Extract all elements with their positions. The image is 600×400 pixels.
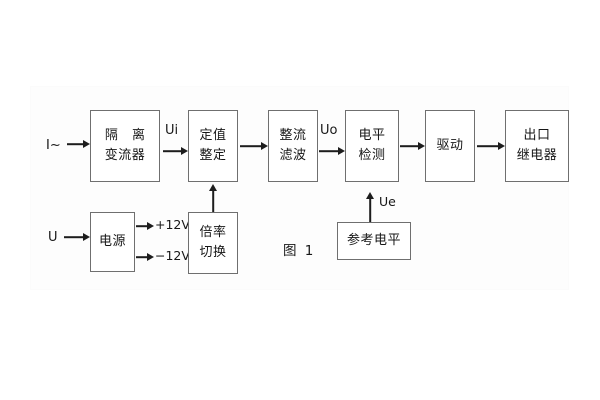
power-rail-negative-label: −12V (155, 248, 190, 263)
block-multiplier-switch-line-2: 切换 (199, 245, 227, 260)
block-setting-value[interactable]: 定值 整定 (188, 110, 238, 182)
arrow-power-positive-rail (136, 221, 154, 231)
arrow-driver-to-output-relay (477, 141, 505, 151)
block-power-supply[interactable]: 电源 (90, 212, 135, 272)
block-reference-level[interactable]: 参考电平 (337, 222, 411, 260)
block-driver-line-1: 驱动 (436, 137, 464, 153)
block-power-supply-line-1: 电源 (98, 233, 126, 249)
input-current-label: I~ (46, 138, 61, 153)
arrow-multiplier-to-setting (208, 184, 218, 212)
block-isolation-transformer[interactable]: 隔 离 变流器 (90, 110, 160, 182)
figure-caption: 图 1 (283, 243, 316, 259)
arrow-reference-to-level-detection (365, 192, 375, 222)
block-multiplier-switch-line-1: 倍率 (199, 224, 227, 240)
block-multiplier-switch[interactable]: 倍率 切换 (188, 212, 238, 274)
block-level-detection[interactable]: 电平 检测 (345, 110, 399, 182)
input-voltage-label: U (48, 230, 58, 245)
block-rectifier-filter-line-2: 滤波 (279, 148, 307, 163)
block-rectifier-filter-line-1: 整流 (279, 127, 307, 143)
block-driver[interactable]: 驱动 (425, 110, 475, 182)
block-setting-value-line-1: 定值 (199, 127, 227, 143)
arrow-isolation-to-setting (163, 146, 188, 156)
block-output-relay-line-2: 继电器 (516, 148, 558, 163)
arrow-current-to-isolation (67, 139, 90, 149)
block-level-detection-line-2: 检测 (358, 148, 386, 163)
block-reference-level-line-1: 参考电平 (346, 232, 401, 248)
block-setting-value-line-2: 整定 (199, 148, 227, 163)
power-rail-positive-label: +12V (155, 217, 190, 232)
signal-ui-label: Ui (165, 123, 179, 138)
block-level-detection-line-1: 电平 (358, 127, 386, 143)
block-output-relay[interactable]: 出口 继电器 (505, 110, 569, 182)
arrow-voltage-to-power-supply (64, 232, 90, 242)
block-isolation-transformer-line-2: 变流器 (104, 148, 146, 163)
arrow-rectifier-to-level-detection (319, 146, 345, 156)
block-isolation-transformer-line-1: 隔 离 (104, 127, 151, 143)
arrow-power-negative-rail (136, 252, 154, 262)
arrow-level-detection-to-driver (400, 141, 425, 151)
arrow-setting-to-rectifier (240, 141, 268, 151)
signal-ue-label: Ue (379, 194, 396, 209)
signal-uo-label: Uo (320, 123, 338, 138)
block-output-relay-line-1: 出口 (523, 127, 551, 143)
block-rectifier-filter[interactable]: 整流 滤波 (268, 110, 318, 182)
